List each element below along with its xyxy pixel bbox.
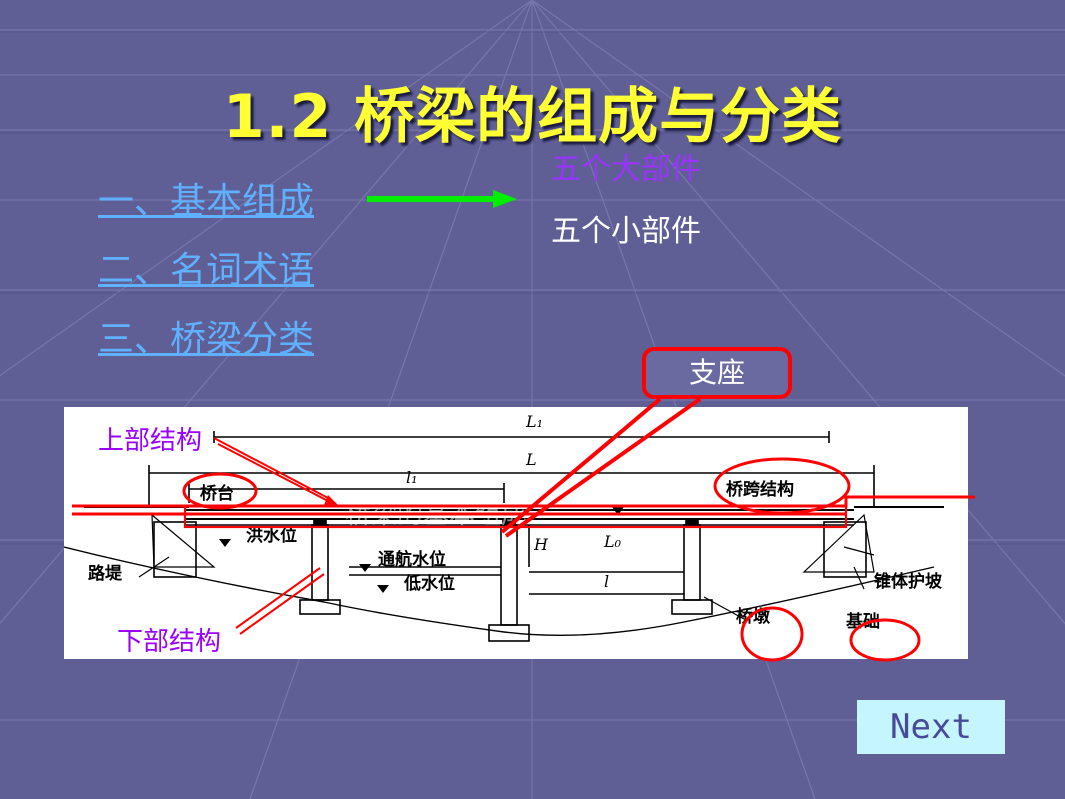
ghost-caption: 桥梁的基本组成	[345, 500, 528, 530]
label-foundation: 基础	[845, 611, 880, 632]
option-five-minor-parts[interactable]: 五个小部件	[551, 214, 701, 249]
dim-l1: l₁	[406, 468, 418, 487]
menu-link-terminology[interactable]: 二、名词术语	[98, 250, 315, 291]
label-span-structure: 桥跨结构	[726, 479, 794, 500]
dim-L0: L₀	[603, 532, 622, 551]
next-button[interactable]: Next	[857, 700, 1005, 754]
dim-L: L	[525, 450, 537, 469]
label-abutment: 桥台	[200, 483, 234, 504]
label-cone-slope: 锥体护坡	[874, 571, 942, 592]
label-flood-level: 洪水位	[246, 525, 297, 546]
label-embankment: 路堤	[88, 563, 123, 584]
menu-link-bridge-classification[interactable]: 三、桥梁分类	[98, 319, 315, 360]
label-navigable-level: 通航水位	[378, 549, 446, 570]
dim-L1: L₁	[525, 412, 543, 431]
dim-H: H	[533, 535, 549, 554]
page-title: 1.2 桥梁的组成与分类	[222, 82, 843, 152]
dim-l: l	[604, 572, 609, 591]
label-pier: 桥墩	[736, 606, 771, 627]
label-upper-structure: 上部结构	[98, 426, 203, 456]
label-low-water-level: 低水位	[403, 573, 455, 594]
label-lower-structure: 下部结构	[117, 627, 222, 657]
menu-link-basic-composition[interactable]: 一、基本组成	[98, 181, 315, 222]
callout-bearing: 支座	[642, 347, 792, 399]
green-arrow-icon	[367, 190, 517, 208]
option-five-major-parts[interactable]: 五个大部件	[551, 152, 701, 187]
